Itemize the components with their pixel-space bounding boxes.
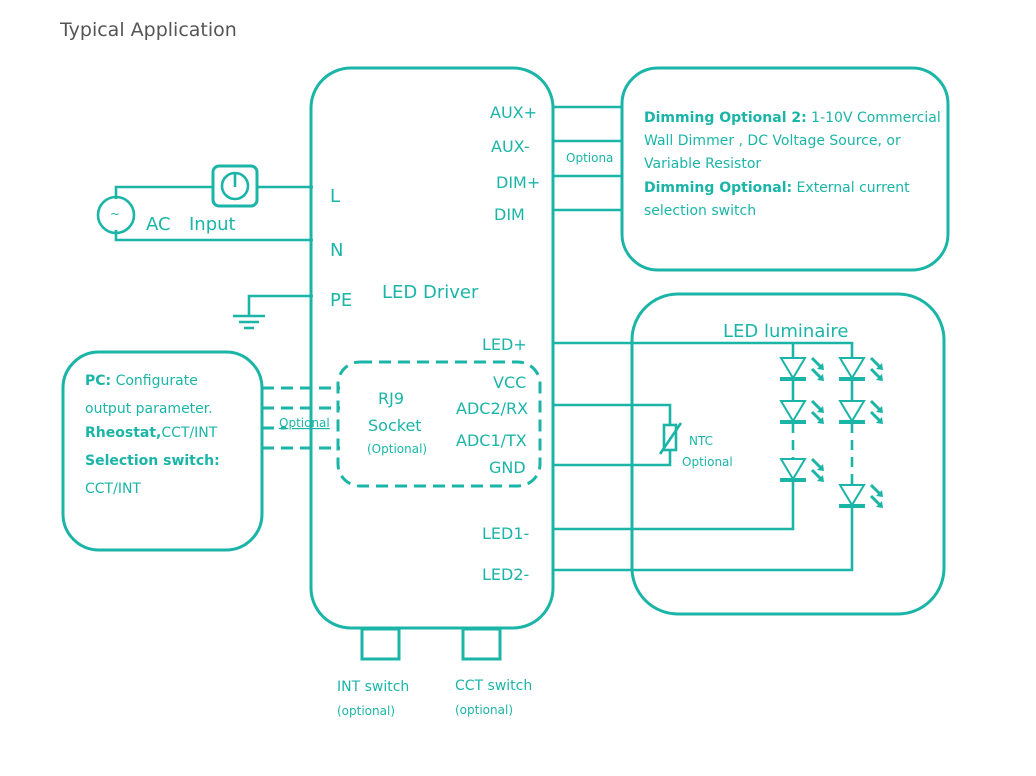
int-switch-icon — [360, 627, 401, 661]
led-driver-box — [309, 66, 555, 630]
ac-label: AC — [146, 214, 171, 235]
pin-vcc: VCC — [493, 373, 526, 392]
pc-config-box — [61, 350, 264, 552]
cct-switch-label: CCT switch — [455, 678, 532, 694]
dimming-line-1: Dimming Optional 2: 1-10V Commercial — [644, 110, 941, 126]
terminal-led-plus: LED+ — [482, 335, 527, 354]
led-wiring — [553, 341, 854, 572]
socket-name: RJ9 — [378, 389, 404, 408]
cct-switch-note: (optional) — [455, 703, 513, 717]
pc-line-2: output parameter. — [85, 401, 213, 417]
led-icon — [778, 399, 826, 426]
int-switch-label: INT switch — [337, 679, 409, 695]
terminal-dim-plus: DIM+ — [496, 173, 540, 192]
int-switch-note: (optional) — [337, 704, 395, 718]
ntc-note: Optional — [682, 455, 733, 469]
led-icon — [837, 356, 885, 383]
pc-line-4: Selection switch: — [85, 453, 220, 469]
cct-switch-icon — [461, 627, 502, 661]
ntc-label: NTC — [689, 434, 713, 448]
rj9-socket-box — [336, 360, 542, 488]
luminaire-title: LED luminaire — [723, 321, 848, 342]
dimming-options-box — [620, 66, 950, 272]
pc-wire-label: Optional — [279, 416, 330, 430]
terminal-l: L — [330, 186, 340, 207]
dimming-line-3: Variable Resistor — [644, 156, 761, 172]
led-icon — [778, 356, 826, 383]
terminal-aux-minus: AUX- — [491, 137, 530, 156]
pin-adc2-rx: ADC2/RX — [456, 399, 528, 418]
terminal-n: N — [330, 240, 343, 261]
dimming-line-4: Dimming Optional: External current — [644, 180, 910, 196]
ac-input-circuit: ~ AC Input — [96, 164, 313, 330]
ac-tilde: ~ — [110, 207, 120, 221]
terminal-aux-plus: AUX+ — [490, 103, 537, 122]
terminal-led1-minus: LED1- — [482, 524, 529, 543]
pin-gnd: GND — [489, 458, 526, 477]
input-label: Input — [189, 214, 236, 235]
pin-adc1-tx: ADC1/TX — [456, 431, 527, 450]
led-icon — [778, 457, 826, 484]
page-title: Typical Application — [59, 19, 237, 41]
driver-name: LED Driver — [382, 282, 479, 303]
socket-sub: Socket — [368, 416, 422, 435]
terminal-led2-minus: LED2- — [482, 565, 529, 584]
dimming-wire-label: Optiona — [566, 151, 613, 165]
socket-note: (Optional) — [367, 442, 427, 456]
pc-dashed-wires — [262, 386, 340, 450]
ac-source-icon — [96, 195, 136, 235]
dimming-wires — [553, 105, 622, 212]
dimming-line-2: Wall Dimmer , DC Voltage Source, or — [644, 133, 901, 149]
led-icon — [837, 399, 885, 426]
terminal-dim: DIM — [494, 205, 525, 224]
led-icon — [837, 483, 885, 510]
dimming-line-5: selection switch — [644, 203, 756, 219]
terminal-pe: PE — [330, 290, 352, 311]
pc-line-3: Rheostat,CCT/INT — [85, 425, 218, 441]
ntc-thermistor-icon — [662, 423, 678, 452]
led-luminaire-box — [630, 292, 946, 616]
pc-line-1: PC: Configurate — [85, 373, 198, 389]
pc-line-5: CCT/INT — [85, 481, 141, 497]
